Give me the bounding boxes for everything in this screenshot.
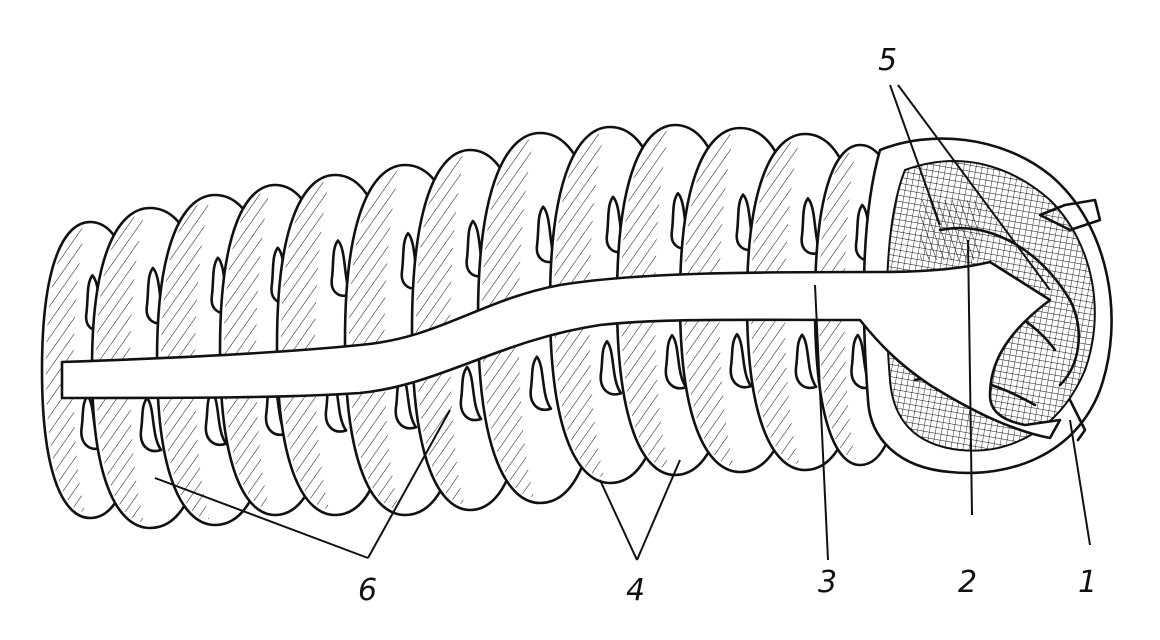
callout-4: 4 xyxy=(626,573,645,608)
callout-5: 5 xyxy=(878,43,897,78)
leader-lines xyxy=(154,84,1091,561)
callout-labels: 5 3 2 1 4 6 xyxy=(358,43,1097,608)
callout-6: 6 xyxy=(358,573,377,608)
callout-1: 1 xyxy=(1078,565,1097,600)
callout-3: 3 xyxy=(818,565,837,600)
callout-2: 2 xyxy=(958,565,977,600)
longitudinal-band xyxy=(60,260,1062,440)
